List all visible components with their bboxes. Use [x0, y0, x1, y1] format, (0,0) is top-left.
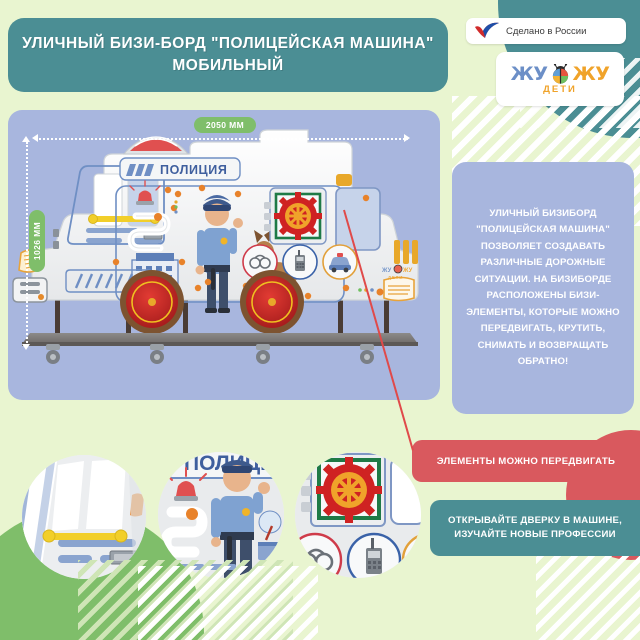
height-dimension-value: 1026 ММ — [32, 221, 42, 261]
brand-logo-subtitle: ДЕТИ — [543, 84, 577, 95]
callout-open-door: ОТКРЫВАЙТЕ ДВЕРКУ В МАШИНЕ, ИЗУЧАЙТЕ НОВ… — [430, 500, 640, 556]
photo-policeman-detail: ПОЛИЦИЯ — [158, 452, 284, 578]
callout-move-elements-text: ЭЛЕМЕНТЫ МОЖНО ПЕРЕДВИГАТЬ — [436, 455, 616, 467]
base-shelf — [22, 333, 418, 346]
wheel-rear — [240, 270, 304, 334]
made-in-russia-badge: Сделано в России — [466, 18, 626, 44]
svg-text:ПОЛИЦИЯ: ПОЛИЦИЯ — [160, 163, 227, 177]
russia-checkmark-icon — [475, 22, 499, 39]
rear-yellow-bars — [394, 240, 418, 264]
police-truck-illustration: ПОЛИЦИЯ — [8, 110, 440, 400]
role-icons-row — [242, 244, 358, 280]
brand-logo-badge: ЖУ ЖУ ДЕТИ — [496, 52, 624, 106]
width-dimension-badge: 2050 ММ — [194, 117, 256, 133]
height-dimension-badge: 1026 ММ — [29, 210, 45, 272]
brand-logo-part2: ЖУ — [572, 63, 610, 85]
police-car-icon — [329, 253, 351, 273]
description-text: УЛИЧНЫЙ БИЗИБОРД "ПОЛИЦЕЙСКАЯ МАШИНА" ПО… — [466, 207, 620, 368]
photo-door-handle — [22, 455, 146, 579]
width-arrow-right — [404, 134, 410, 142]
callout-open-door-text: ОТКРЫВАЙТЕ ДВЕРКУ В МАШИНЕ, ИЗУЧАЙТЕ НОВ… — [448, 514, 622, 540]
policeman-figure — [195, 195, 243, 313]
botleft-stripes-decor-2 — [138, 566, 318, 640]
photo-radio-icon — [366, 538, 382, 574]
brand-logo-part1: ЖУ — [510, 63, 548, 85]
callout-move-elements: ЭЛЕМЕНТЫ МОЖНО ПЕРЕДВИГАТЬ — [412, 440, 640, 482]
page-title: УЛИЧНЫЙ БИЗИ-БОРД "ПОЛИЦЕЙСКАЯ МАШИНА" М… — [22, 35, 434, 74]
siren-icon — [129, 180, 161, 205]
height-arrow-down — [22, 344, 30, 350]
svg-text:ЖУ: ЖУ — [381, 268, 392, 274]
board-brand-mark: ЖУ ЖУ ДЕТИ — [381, 264, 413, 280]
ladybug-icon — [550, 62, 571, 85]
botright-stripes-decor — [536, 548, 640, 640]
width-arrow-left — [32, 134, 38, 142]
height-dimension-line — [26, 142, 28, 346]
made-in-russia-label: Сделано в России — [506, 25, 587, 37]
casters — [46, 344, 374, 364]
svg-text:ЖУ: ЖУ — [402, 268, 413, 274]
wheel-front — [120, 270, 184, 334]
svg-text:ДЕТИ: ДЕТИ — [388, 275, 403, 280]
page-title-bar: УЛИЧНЫЙ БИЗИ-БОРД "ПОЛИЦЕЙСКАЯ МАШИНА" М… — [8, 18, 448, 92]
width-dimension-line — [36, 138, 408, 140]
width-dimension-value: 2050 ММ — [205, 120, 245, 130]
description-panel: УЛИЧНЫЙ БИЗИБОРД "ПОЛИЦЕЙСКАЯ МАШИНА" ПО… — [452, 162, 634, 414]
height-arrow-up — [22, 136, 30, 142]
photo-gear-icons-detail — [295, 452, 421, 578]
police-sign: ПОЛИЦИЯ — [119, 157, 241, 181]
gear-element — [264, 187, 327, 245]
roof-light-bar — [122, 136, 190, 155]
radio-icon — [295, 250, 305, 271]
photo-siren-icon — [165, 467, 207, 501]
